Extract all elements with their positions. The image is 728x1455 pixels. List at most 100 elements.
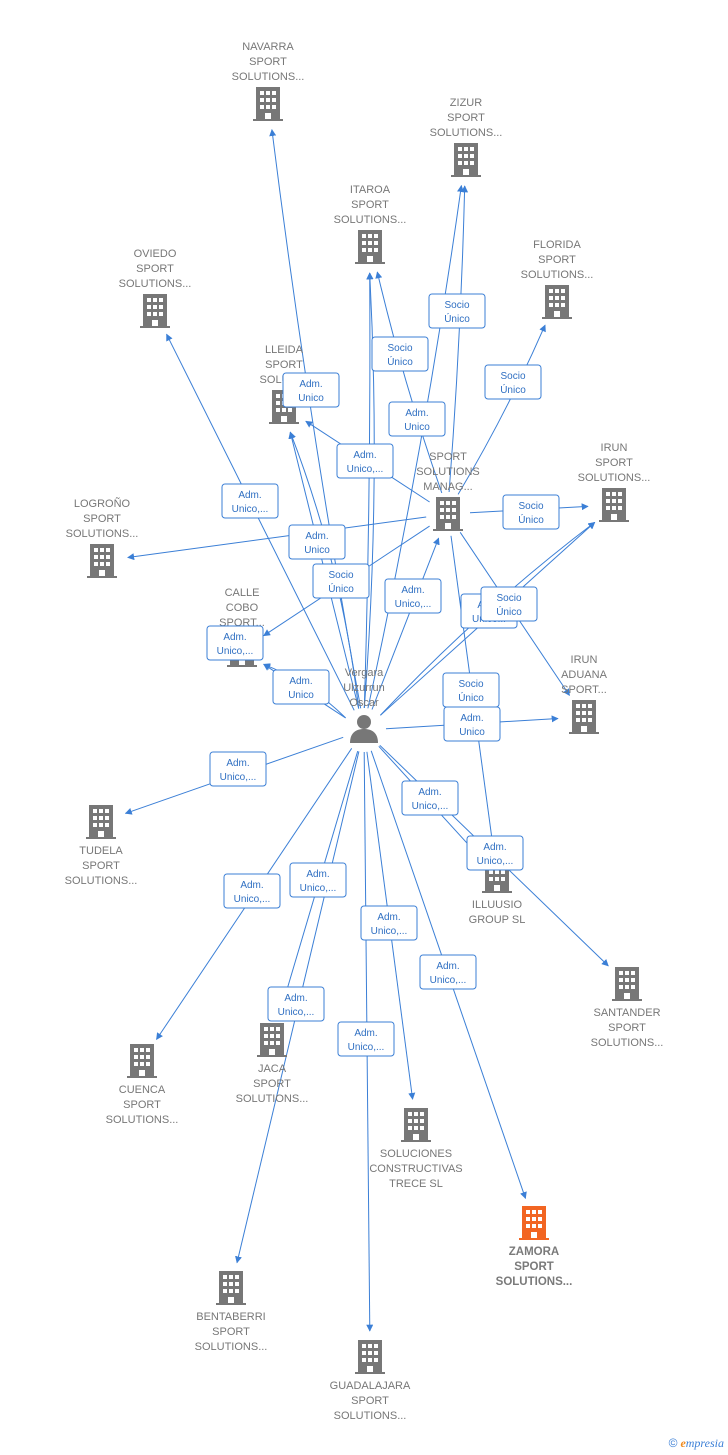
edge-label-vergara-bentaberri[interactable]: Adm.Unico,...	[267, 986, 325, 1022]
edge-label-vergara-tudela[interactable]: Adm.Unico,...	[209, 751, 267, 787]
building-icon	[451, 143, 481, 177]
svg-text:Adm.Unico,...: Adm.Unico,...	[234, 880, 271, 905]
building-icon	[216, 1271, 246, 1305]
building-icon	[355, 1340, 385, 1374]
building-icon	[253, 87, 283, 121]
edge-label-vergara-lleida[interactable]: Adm.Unico	[288, 524, 346, 560]
svg-text:Adm.Unico: Adm.Unico	[404, 408, 430, 433]
svg-text:Adm.Unico: Adm.Unico	[288, 676, 314, 701]
building-icon	[140, 294, 170, 328]
svg-text:Adm.Unico,...: Adm.Unico,...	[371, 912, 408, 937]
svg-text:Adm.Unico,...: Adm.Unico,...	[348, 1028, 385, 1053]
edge-label-vergara-itaroa[interactable]: Adm.Unico	[388, 401, 446, 437]
edge-label-vergara-irunaduana[interactable]: Adm.Unico	[443, 706, 501, 742]
edge-label-vergara-jaca[interactable]: Adm.Unico,...	[289, 862, 347, 898]
edge-label-vergara-lleida[interactable]: Adm.Unico,...	[336, 443, 394, 479]
svg-text:Adm.Unico,...: Adm.Unico,...	[300, 869, 337, 894]
edge-label-vergara-soluciones[interactable]: Adm.Unico,...	[360, 905, 418, 941]
svg-text:Adm.Unico,...: Adm.Unico,...	[430, 961, 467, 986]
building-icon	[519, 1206, 549, 1240]
svg-text:Adm.Unico: Adm.Unico	[298, 379, 324, 404]
logo-letter: e	[680, 1436, 686, 1450]
edge-vergara-oviedo	[166, 333, 355, 711]
edge-label-vergara-cuenca[interactable]: Adm.Unico,...	[223, 873, 281, 909]
edge-label-vergara-calle[interactable]: Adm.Unico,...	[206, 625, 264, 661]
svg-text:Adm.Unico,...: Adm.Unico,...	[278, 993, 315, 1018]
building-icon	[87, 544, 117, 578]
building-icon	[257, 1023, 287, 1057]
edge-label-vergara-illuusio[interactable]: Adm.Unico,...	[401, 780, 459, 816]
edge-vergara-itaroa	[363, 272, 375, 709]
edge-label-vergara-calle[interactable]: Adm.Unico	[272, 669, 330, 705]
building-icon	[612, 967, 642, 1001]
edge-label-sportmgmt-lleida[interactable]: Adm.Unico	[282, 372, 340, 408]
edge-label-vergara-zamora[interactable]: Adm.Unico,...	[419, 954, 477, 990]
building-icon	[86, 805, 116, 839]
edge-label-vergara-guadalajara[interactable]: Adm.Unico,...	[337, 1021, 395, 1057]
building-icon	[401, 1108, 431, 1142]
svg-text:Adm.Unico: Adm.Unico	[304, 531, 330, 556]
edge-label-vergara-sportmgmt[interactable]: Adm.Unico,...	[384, 578, 442, 614]
svg-text:Adm.Unico,...: Adm.Unico,...	[232, 490, 269, 515]
svg-text:Adm.Unico: Adm.Unico	[459, 713, 485, 738]
building-icon	[127, 1044, 157, 1078]
edge-label-vergara-oviedo[interactable]: Adm.Unico,...	[221, 483, 279, 519]
person-icon	[350, 715, 378, 743]
empresia-logo[interactable]: ©empresia	[669, 1436, 724, 1451]
edge-sportmgmt-itaroa	[375, 271, 443, 494]
copyright-symbol: ©	[668, 1436, 678, 1450]
edge-label-vergara-santander[interactable]: Adm.Unico,...	[466, 835, 524, 871]
building-icon	[542, 285, 572, 319]
building-icon	[599, 488, 629, 522]
